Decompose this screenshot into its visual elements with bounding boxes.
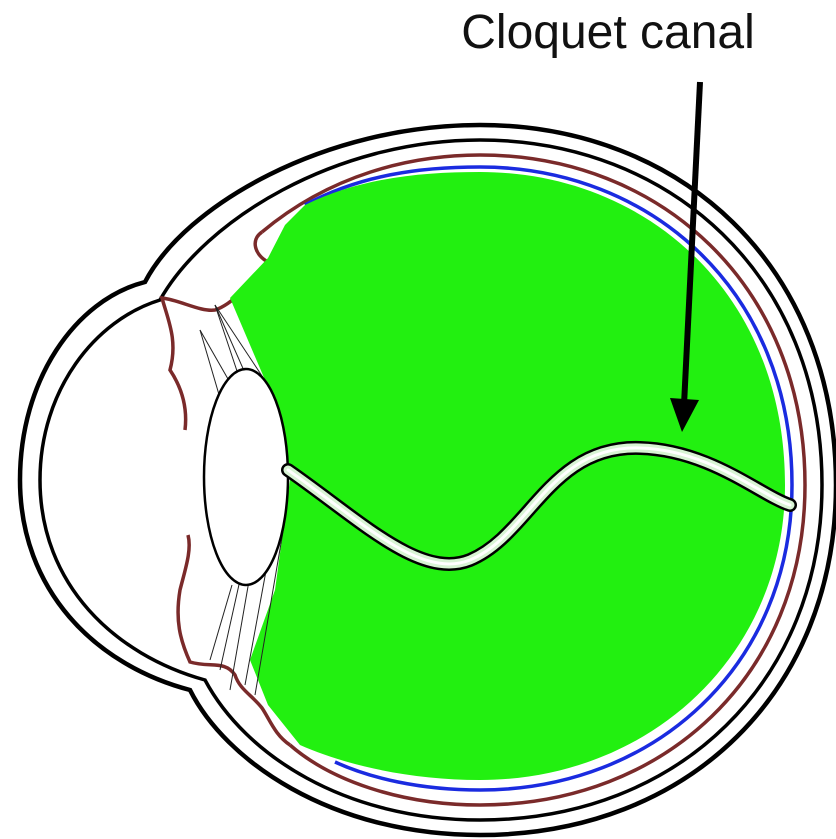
cloquet-canal-label: Cloquet canal xyxy=(461,6,755,59)
lens xyxy=(204,369,288,585)
